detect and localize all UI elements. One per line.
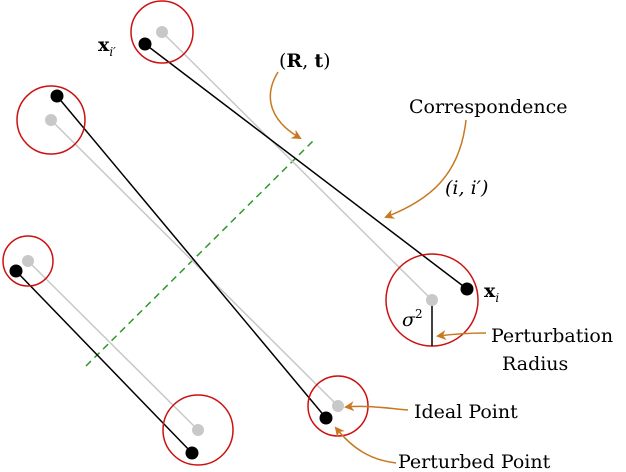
- correspondence-label: Correspondence: [409, 96, 568, 118]
- perturbation-arrow: [436, 330, 487, 340]
- perturbation-circle-1: [130, 0, 194, 64]
- rt-label: (R, t): [279, 50, 331, 72]
- sigma-squared-label: σ2: [402, 307, 423, 331]
- radius-label: Radius: [502, 353, 568, 375]
- perturbation-circle-2: [16, 85, 86, 155]
- perturbation-circle-6: [162, 394, 234, 466]
- perturbed-point-5: [319, 411, 333, 425]
- perturbed-point-label: Perturbed Point: [398, 451, 551, 472]
- ideal-point-3: [22, 255, 34, 267]
- perturbed-line-2: [56, 95, 327, 419]
- perturbed-point-1: [138, 37, 152, 51]
- ideal-line-2: [50, 119, 339, 407]
- x-i-label: xi: [484, 280, 499, 305]
- ideal-line-3: [27, 260, 199, 431]
- transformation-axis: [85, 139, 315, 367]
- perturbed-point-4: [460, 282, 474, 296]
- rt-arrow: [269, 71, 302, 139]
- perturbation-circle-3: [2, 235, 54, 287]
- perturbed-line-1: [144, 43, 468, 290]
- annotation-arrows: [269, 71, 487, 464]
- ideal-points: [22, 26, 438, 436]
- perturbed-point-arrow: [334, 426, 397, 464]
- x-iprime-label: xi′: [98, 34, 116, 59]
- perturbed-point-2: [50, 89, 64, 103]
- ideal-point-arrow: [344, 401, 409, 412]
- ideal-point-2: [45, 114, 57, 126]
- perturbation-label: Perturbation: [491, 325, 613, 347]
- perturbed-lines: [15, 43, 468, 454]
- ideal-line-1: [161, 31, 433, 301]
- perturbed-point-6: [185, 446, 199, 460]
- perturbation-circles: [2, 0, 479, 466]
- ideal-point-6: [192, 424, 204, 436]
- ideal-point-1: [156, 26, 168, 38]
- ideal-point-4: [426, 294, 438, 306]
- ideal-point-label: Ideal Point: [414, 401, 518, 423]
- correspondence-arrow: [384, 119, 467, 219]
- ideal-lines: [27, 31, 433, 431]
- perturbed-points: [9, 37, 474, 460]
- perturbed-point-3: [9, 264, 23, 278]
- perturbed-line-3: [15, 270, 193, 454]
- ideal-point-5: [332, 400, 344, 412]
- index-pair-label: (i, i′): [445, 177, 488, 199]
